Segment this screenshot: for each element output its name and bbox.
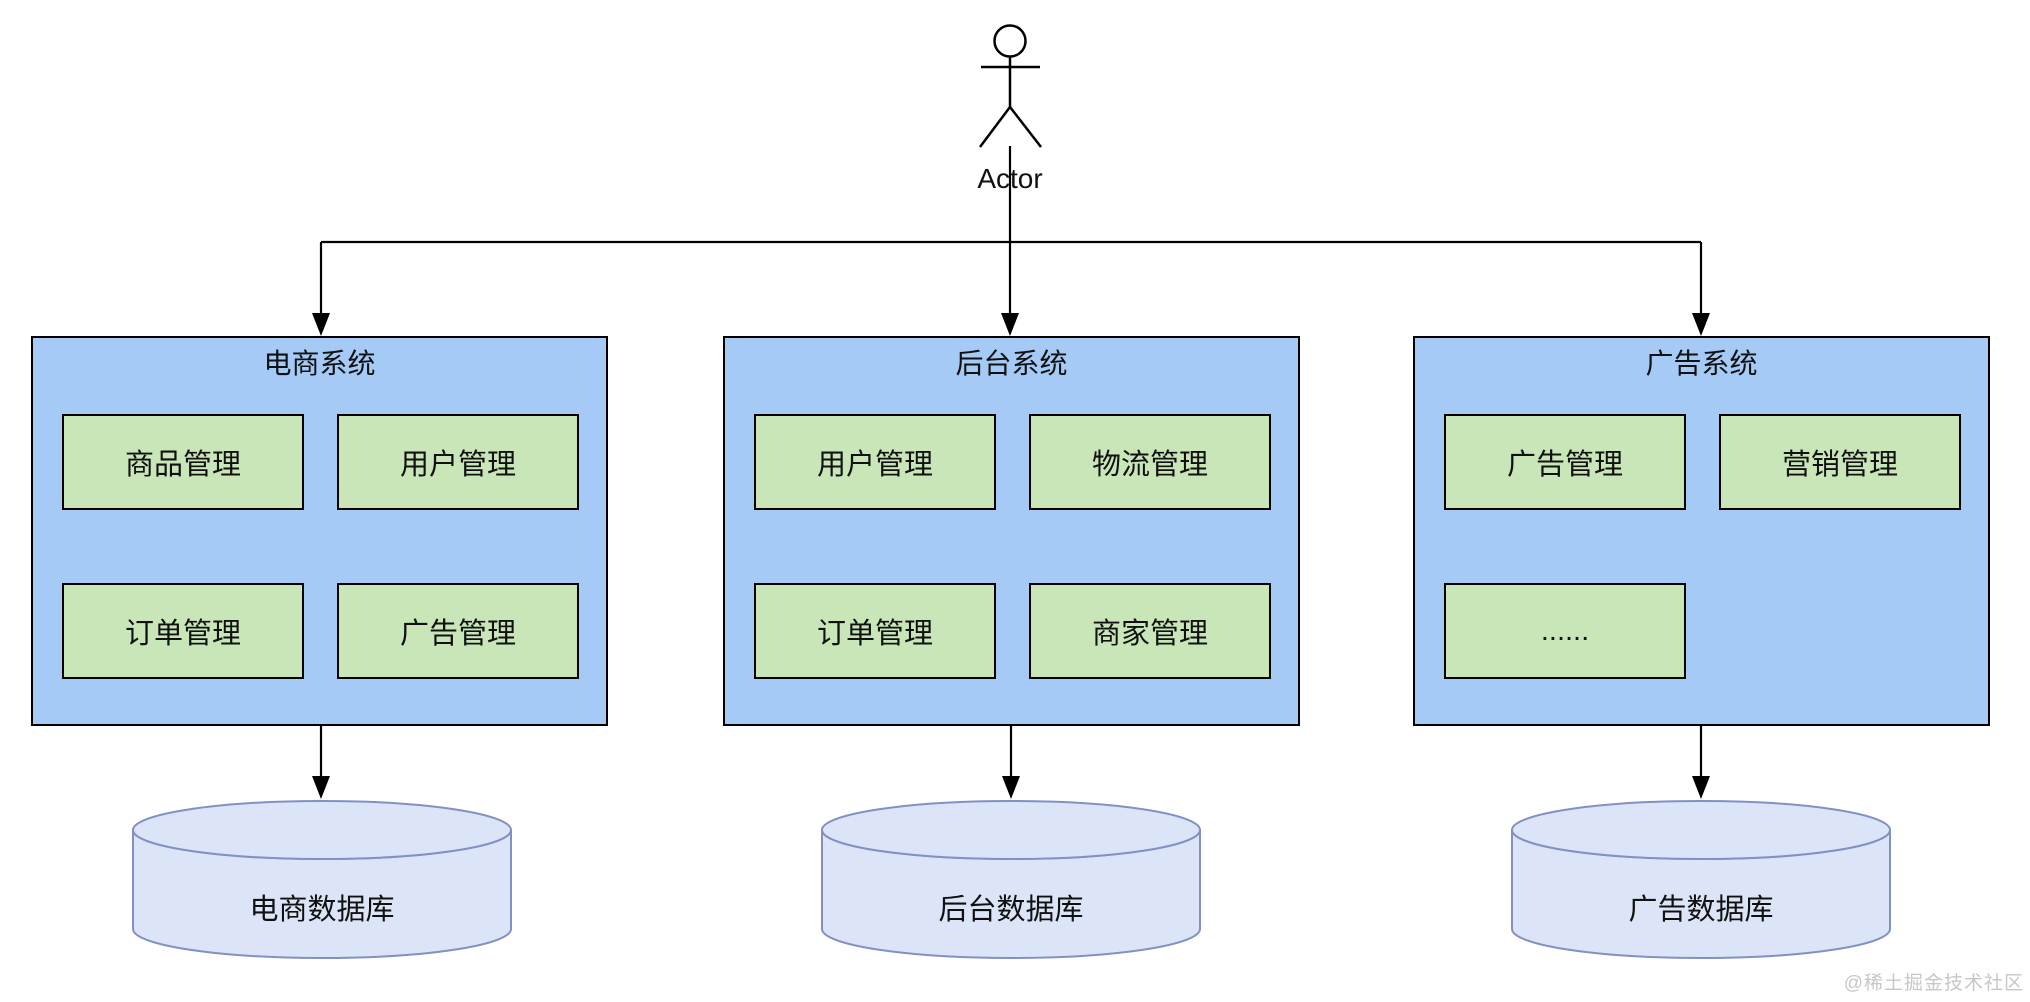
module-merchant-management: 商家管理 xyxy=(1029,583,1271,679)
module-user-management: 用户管理 xyxy=(754,414,996,510)
database-label-ads: 广告数据库 xyxy=(1628,894,1774,926)
module-ad-management: 广告管理 xyxy=(337,583,579,679)
module-order-management: 订单管理 xyxy=(754,583,996,679)
database-label-backend: 后台数据库 xyxy=(938,894,1084,926)
database-cylinder-ecommerce xyxy=(132,800,512,959)
system-title-ecommerce: 电商系统 xyxy=(263,348,376,379)
actor-label: Actor xyxy=(977,163,1043,194)
module-marketing-management: 营销管理 xyxy=(1719,414,1961,510)
module-product-management: 商品管理 xyxy=(62,414,304,510)
database-cylinder-ads xyxy=(1511,800,1891,959)
database-cylinder-backend xyxy=(821,800,1201,959)
arrowheads xyxy=(312,313,1710,799)
system-box-backend: 后台系统 用户管理 物流管理 订单管理 商家管理 xyxy=(723,336,1300,726)
system-title-backend: 后台系统 xyxy=(955,348,1068,379)
connector-lines xyxy=(319,146,1703,779)
watermark-text: @稀土掘金技术社区 xyxy=(1843,973,2024,994)
module-user-management: 用户管理 xyxy=(337,414,579,510)
actor-icon xyxy=(979,24,1042,148)
system-box-ecommerce: 电商系统 商品管理 用户管理 订单管理 广告管理 xyxy=(31,336,608,726)
system-title-ads: 广告系统 xyxy=(1645,348,1758,379)
database-label-ecommerce: 电商数据库 xyxy=(249,894,395,926)
module-more-placeholder: ...... xyxy=(1444,583,1686,679)
system-box-ads: 广告系统 广告管理 营销管理 ...... xyxy=(1413,336,1990,726)
module-ad-management: 广告管理 xyxy=(1444,414,1686,510)
module-logistics-management: 物流管理 xyxy=(1029,414,1271,510)
module-order-management: 订单管理 xyxy=(62,583,304,679)
